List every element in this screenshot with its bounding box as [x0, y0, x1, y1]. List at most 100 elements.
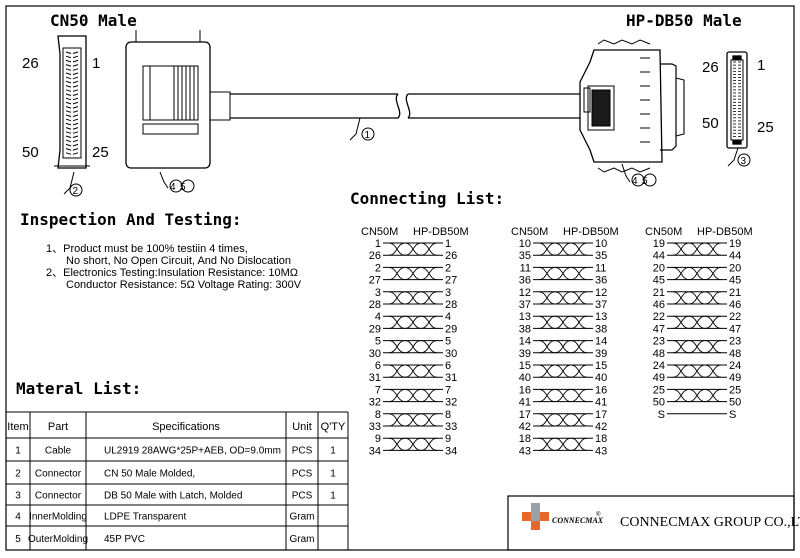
pin-left: 30	[369, 348, 381, 360]
connection-row: 22 22	[653, 311, 741, 329]
twisted-pair	[388, 340, 438, 354]
pin-right: 50	[729, 397, 741, 409]
pin-left: 2	[375, 262, 381, 274]
table-cell: CN 50 Male Molded,	[104, 469, 195, 480]
twisted-pair	[672, 340, 722, 354]
twisted-pair	[538, 340, 588, 354]
pin-left: 17	[519, 409, 531, 421]
pin-left: 19	[653, 238, 665, 250]
pin-left: 28	[369, 299, 381, 311]
column-header-cn50m: CN50M	[361, 226, 398, 238]
pin-right: 22	[729, 311, 741, 323]
pin-right: 12	[595, 287, 607, 299]
connection-row: 30 30	[369, 348, 458, 360]
table-cell: Cable	[45, 446, 72, 457]
inspection-line-1: 1、Product must be 100% testiin 4 times,	[46, 243, 248, 255]
pin-right: 30	[445, 348, 457, 360]
pin-right: 28	[445, 299, 457, 311]
pin-left: 34	[369, 445, 381, 457]
pin-left: 26	[369, 250, 381, 262]
pin-left: 13	[519, 311, 531, 323]
cn50-pin-25-label: 25	[92, 144, 109, 161]
table-header-cell: Unit	[292, 421, 312, 433]
twisted-pair	[672, 242, 722, 256]
material-list-title: Materal List:	[16, 379, 141, 398]
column-header-cn50m: CN50M	[645, 226, 682, 238]
pin-left: 46	[653, 299, 665, 311]
pin-right: 38	[595, 323, 607, 335]
twisted-pair	[672, 315, 722, 329]
pin-right: S	[729, 409, 736, 421]
pin-left: 43	[519, 445, 531, 457]
right-connector-title: HP-DB50 Male	[626, 11, 742, 30]
column-header-hpdb50m: HP-DB50M	[413, 226, 469, 238]
table-header-cell: Q'TY	[321, 421, 346, 433]
db50-pin-1-label: 1	[757, 57, 765, 74]
callout-cable-number: 1	[365, 130, 371, 141]
callout-hood-cn50-number: 45	[170, 182, 190, 193]
table-cell: Connector	[35, 469, 82, 480]
pin-left: 3	[375, 287, 381, 299]
table-cell: PCS	[292, 446, 313, 457]
pin-left: 11	[520, 262, 531, 274]
pin-left: 29	[369, 323, 381, 335]
pin-left: 39	[519, 348, 531, 360]
pin-left: 22	[653, 311, 665, 323]
pin-left: 7	[375, 384, 381, 396]
pin-right: 11	[595, 262, 606, 274]
pin-right: 25	[729, 384, 741, 396]
pin-left: 41	[519, 397, 531, 409]
twisted-pair	[672, 291, 722, 305]
company-block: CONNECMAX ® CONNECMAX GROUP CO.,LTD	[507, 495, 800, 551]
pin-left: 1	[375, 238, 381, 250]
db50-face-view	[726, 51, 748, 149]
table-cell: 1	[330, 491, 336, 502]
pin-left: 45	[653, 275, 665, 287]
pin-left: 10	[519, 238, 531, 250]
pin-right: 49	[729, 372, 741, 384]
logo-registered-mark: ®	[596, 511, 601, 518]
pin-right: 39	[595, 348, 607, 360]
pin-left: 48	[653, 348, 665, 360]
pin-right: 1	[445, 238, 451, 250]
table-cell: PCS	[292, 491, 313, 502]
pin-right: 46	[729, 299, 741, 311]
twisted-pair	[538, 388, 588, 403]
pin-right: 19	[729, 238, 741, 250]
cn50-hood	[125, 30, 231, 169]
callout-hood-db50-number: 45	[632, 176, 652, 187]
logo-brand-text: CONNECMAX	[552, 516, 604, 525]
table-cell: OuterMolding	[28, 534, 88, 545]
column-header-cn50m: CN50M	[511, 226, 548, 238]
twisted-pair	[388, 266, 438, 281]
cable-body	[230, 93, 580, 119]
company-name: CONNECMAX GROUP CO.,LTD	[620, 515, 800, 530]
column-header-hpdb50m: HP-DB50M	[697, 226, 753, 238]
pin-right: 8	[445, 409, 451, 421]
